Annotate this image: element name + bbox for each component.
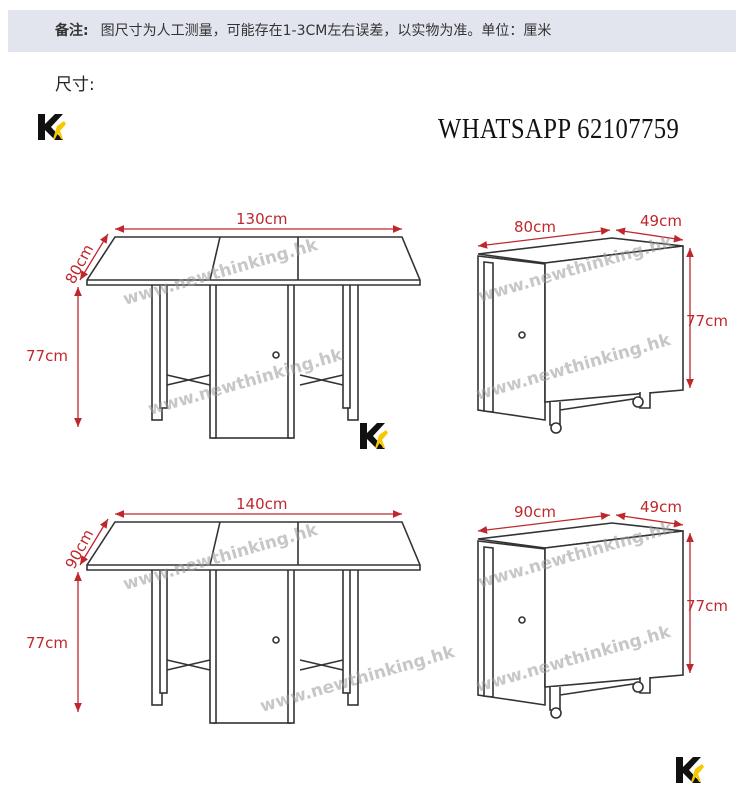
size-title: 尺寸: (55, 75, 95, 95)
folded-height-label: 77cm (686, 312, 728, 330)
whatsapp-contact: WHATSAPP 62107759 (438, 113, 680, 145)
open-height-label: 77cm (26, 634, 68, 652)
note-label: 备注: (55, 23, 89, 39)
note-bar (8, 10, 736, 52)
folded-depth-label: 49cm (640, 212, 682, 230)
open-length-label: 130cm (236, 210, 288, 228)
folded-width-label: 80cm (514, 218, 556, 236)
brand-logo (360, 423, 388, 449)
folded-height-label: 77cm (686, 597, 728, 615)
note-text: 图尺寸为人工测量，可能存在1-3CM左右误差，以实物为准。单位：厘米 (100, 23, 552, 39)
measurement-note: 备注: 图尺寸为人工测量，可能存在1-3CM左右误差，以实物为准。单位：厘米 (55, 20, 551, 40)
open-height-label: 77cm (26, 347, 68, 365)
folded-depth-label: 49cm (640, 498, 682, 516)
open-length-label: 140cm (236, 495, 288, 513)
folded-width-label: 90cm (514, 503, 556, 521)
brand-logo (38, 114, 66, 140)
diagram-row-1: 130cm 80cm 77cm 80cm 49cm 77cm (26, 210, 728, 439)
diagram-row-2: 140cm 90cm 77cm 90cm 49cm 77cm (26, 495, 728, 724)
brand-logo (676, 757, 704, 783)
